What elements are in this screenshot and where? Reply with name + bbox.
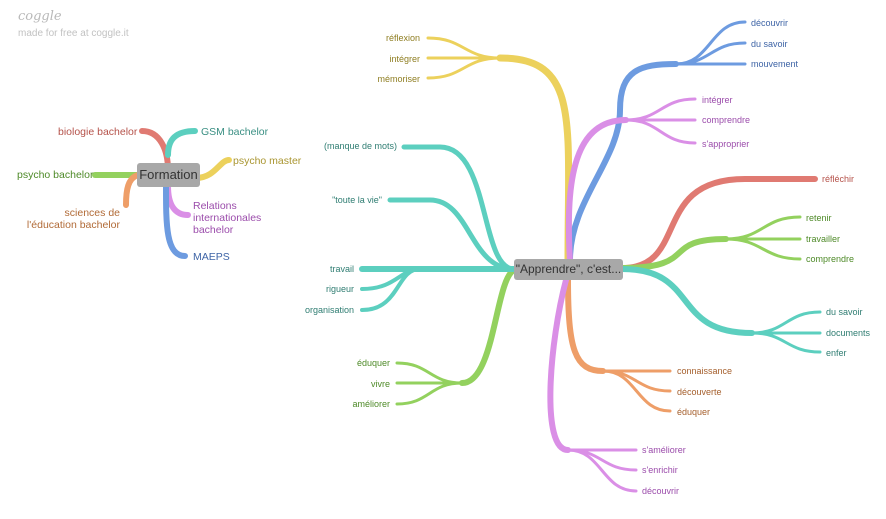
node-retenir[interactable]: retenir [806, 213, 832, 223]
connector-decouverte [601, 369, 672, 393]
node-enfer[interactable]: enfer [826, 348, 847, 358]
node-biologie-bachelor[interactable]: biologie bachelor [58, 126, 138, 138]
connector-toute-la-vie [387, 197, 517, 272]
connector-teal-main [619, 266, 755, 336]
node-documents[interactable]: documents [826, 328, 871, 338]
node-decouvrir-pink[interactable]: découvrir [642, 486, 680, 496]
node-memoriser[interactable]: mémoriser [377, 74, 420, 84]
connector-maeps [163, 183, 188, 259]
node-gsm-bachelor[interactable]: GSM bachelor [201, 126, 269, 138]
connector-reflexion [426, 36, 502, 60]
connector-green-left-main [459, 267, 517, 386]
node-sameliorer[interactable]: s'améliorer [642, 445, 686, 455]
node-senrichir[interactable]: s'enrichir [642, 465, 678, 475]
connector-enfer [750, 331, 822, 354]
node-du-savoir-teal[interactable]: du savoir [826, 307, 863, 317]
node-eduquer-green[interactable]: éduquer [356, 358, 390, 368]
node-integrer-yellow[interactable]: intégrer [389, 54, 420, 64]
node-maeps[interactable]: MAEPS [193, 251, 230, 263]
connector-psycho-master [193, 157, 232, 181]
node-reflechir[interactable]: réfléchir [822, 174, 855, 184]
connector-memoriser [426, 56, 502, 80]
apprendre-node[interactable]: "Apprendre", c'est... [514, 259, 623, 280]
node-eduquer-orange[interactable]: éduquer [677, 407, 711, 417]
connector-red-main [619, 176, 818, 271]
node-connaissance[interactable]: connaissance [677, 366, 733, 376]
node-psycho-bachelor[interactable]: psycho bachelor [17, 169, 94, 181]
connector-organisation [360, 267, 422, 312]
node-travail[interactable]: travail [329, 264, 354, 274]
node-comprendre-green[interactable]: comprendre [806, 254, 855, 264]
connector-green-main [619, 236, 729, 271]
connector-du-savoir-teal [750, 310, 822, 335]
connector-relations [165, 183, 191, 218]
connector-pink-main [547, 277, 571, 453]
connector-decouvrir-pink [566, 448, 638, 493]
connector-purple-main [565, 117, 629, 265]
node-comprendre-purple[interactable]: comprendre [702, 115, 751, 125]
connector-eduquer-orange [601, 369, 672, 413]
node-organisation[interactable]: organisation [304, 305, 354, 315]
connector-integrer-purple [624, 97, 697, 122]
node-integrer-purple[interactable]: intégrer [702, 95, 733, 105]
node-sciences-education-bachelor[interactable]: sciences de l'éducation bachelor [26, 207, 120, 231]
node-manque-de-mots[interactable]: (manque de mots) [323, 141, 397, 151]
connector-gsm [165, 128, 198, 158]
connector-ameliorer [395, 381, 464, 406]
connector-orange-main [565, 277, 606, 374]
formation-node[interactable]: Formation [137, 163, 200, 187]
connector-yellow-main [496, 54, 573, 264]
connector-eduquer-green [395, 361, 464, 385]
node-ameliorer[interactable]: améliorer [352, 399, 390, 409]
node-sapproprier[interactable]: s'approprier [702, 139, 750, 149]
node-decouverte[interactable]: découverte [677, 387, 722, 397]
node-reflexion[interactable]: réflexion [385, 33, 420, 43]
node-relations-internationales[interactable]: Relations internationales bachelor [193, 200, 262, 236]
connector-manque-de-mots [401, 144, 517, 272]
coggle-logo[interactable]: coggle [18, 9, 62, 24]
connector-sapproprier [624, 118, 697, 145]
node-toute-la-vie[interactable]: "toute la vie" [332, 195, 382, 205]
connector-du-savoir-blue [674, 41, 747, 66]
node-vivre[interactable]: vivre [370, 379, 390, 389]
connector-comprendre-green [724, 237, 802, 261]
node-psycho-master[interactable]: psycho master [233, 155, 302, 167]
node-travailler[interactable]: travailler [806, 234, 841, 244]
node-decouvrir-blue[interactable]: découvrir [751, 18, 789, 28]
connector-retenir [724, 215, 802, 241]
node-du-savoir-blue[interactable]: du savoir [751, 39, 788, 49]
made-with-coggle-text: made for free at coggle.it [18, 28, 129, 39]
connector-blue-main [567, 61, 679, 263]
node-rigueur[interactable]: rigueur [325, 284, 354, 294]
connector-sciences-education [123, 172, 141, 208]
node-mouvement[interactable]: mouvement [751, 59, 799, 69]
